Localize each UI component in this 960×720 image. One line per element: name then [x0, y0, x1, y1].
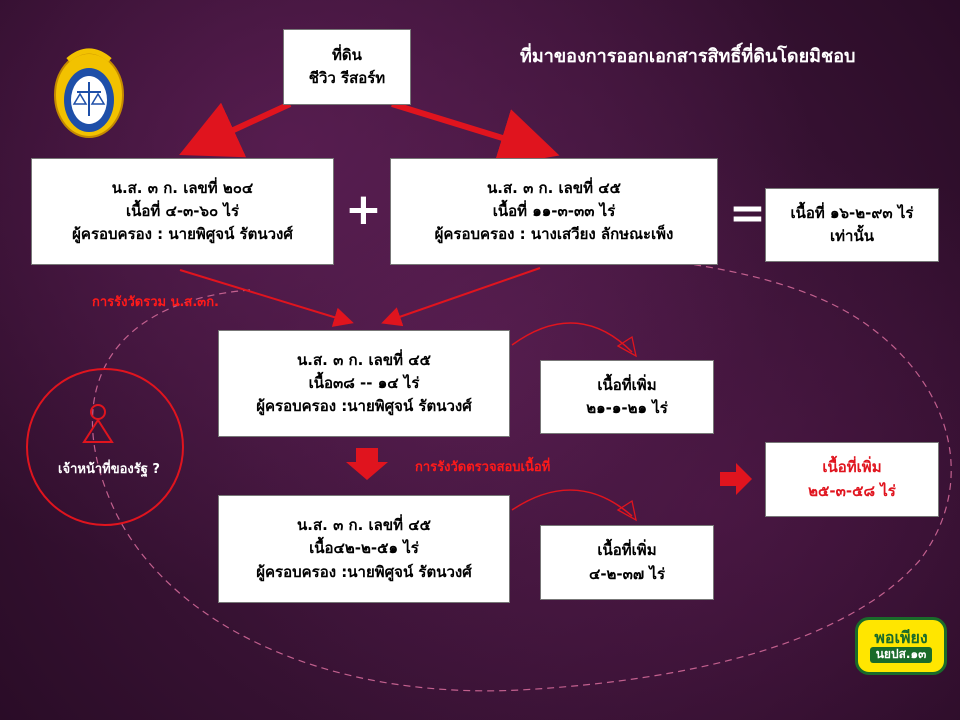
final-deed-number: น.ส. ๓ ก. เลขที่ ๔๕	[297, 516, 431, 535]
right-arrow-icon	[720, 463, 752, 495]
official-circle	[26, 368, 184, 526]
badge-line-2: นยปส.๑๓	[869, 647, 933, 663]
state-official-label: เจ้าหน้าที่ของรัฐ ?	[58, 462, 160, 477]
deed-204-area: เนื้อที่ ๔-๓-๖๐ ไร่	[125, 201, 240, 220]
source-line-1: ที่ดิน	[332, 45, 362, 64]
merged-deed-area: เนื้อ๓๘ -- ๑๔ ไร่	[308, 373, 420, 392]
deed-45-area: เนื้อที่ ๑๑-๓-๓๓ ไร่	[492, 201, 616, 220]
department-emblem-icon	[54, 48, 124, 138]
arrow-left-to-merged	[179, 269, 354, 327]
final-deed-area: เนื้อ๔๒-๒-๕๑ ไร่	[309, 539, 419, 558]
total-area-box: เนื้อที่ ๑๖-๒-๙๓ ไร่ เท่านั้น	[765, 188, 939, 262]
arrow-source-to-left	[179, 101, 292, 158]
total-increase-box: เนื้อที่เพิ่ม ๒๕-๓-๕๘ ไร่	[765, 442, 939, 517]
plus-icon: +	[345, 184, 382, 235]
deed-204-owner: ผู้ครอบครอง : นายพิศูจน์ รัตนวงศ์	[72, 225, 293, 244]
dashed-loop	[92, 249, 952, 692]
sufficiency-badge: พอเพียง นยปส.๑๓	[855, 617, 947, 675]
final-deed-owner: ผู้ครอบครอง :นายพิศูจน์ รัตนวงศ์	[256, 562, 472, 581]
increase-1-label: เนื้อที่เพิ่ม	[597, 375, 657, 394]
merge-survey-label: การรังวัดรวม น.ส.๓ก.	[92, 295, 219, 310]
increase-1-value: ๒๑-๑-๒๑ ไร่	[586, 399, 668, 417]
deed-45-owner: ผู้ครอบครอง : นางเสวียง ลักษณะเพ็ง	[434, 225, 674, 244]
equals-icon: =	[729, 188, 766, 239]
merged-deed-owner: ผู้ครอบครอง :นายพิศูจน์ รัตนวงศ์	[256, 397, 472, 416]
deed-204-number: น.ส. ๓ ก. เลขที่ ๒๐๔	[111, 178, 254, 197]
merged-deed-number: น.ส. ๓ ก. เลขที่ ๔๕	[297, 350, 431, 369]
total-increase-value: ๒๕-๓-๕๘ ไร่	[808, 481, 896, 500]
curve-arrow-1	[511, 322, 633, 353]
page-title: ที่มาของการออกเอกสารสิทธิ์ที่ดินโดยมิชอบ	[520, 46, 856, 67]
deed-45-number: น.ส. ๓ ก. เลขที่ ๔๕	[487, 178, 621, 197]
final-deed-box: น.ส. ๓ ก. เลขที่ ๔๕ เนื้อ๔๒-๒-๕๑ ไร่ ผู้…	[218, 495, 510, 603]
merged-deed-box: น.ส. ๓ ก. เลขที่ ๔๕ เนื้อ๓๘ -- ๑๔ ไร่ ผู…	[218, 330, 510, 437]
source-land-box: ที่ดิน ชีวิว รีสอร์ท	[283, 29, 411, 105]
total-area-value: เนื้อที่ ๑๖-๒-๙๓ ไร่	[790, 203, 914, 222]
total-increase-label: เนื้อที่เพิ่ม	[822, 458, 882, 477]
increase-box-1: เนื้อที่เพิ่ม ๒๑-๑-๒๑ ไร่	[540, 360, 714, 434]
increase-box-2: เนื้อที่เพิ่ม ๔-๒-๓๗ ไร่	[540, 525, 714, 600]
arrow-right-to-merged	[381, 267, 541, 327]
badge-line-1: พอเพียง	[874, 628, 928, 648]
arrow-source-to-right	[391, 101, 560, 167]
increase-2-value: ๔-๒-๓๗ ไร่	[588, 564, 666, 583]
curve-arrow-2	[511, 489, 633, 517]
person-icon	[82, 404, 114, 443]
deed-45-box: น.ส. ๓ ก. เลขที่ ๔๕ เนื้อที่ ๑๑-๓-๓๓ ไร่…	[390, 158, 718, 265]
deed-204-box: น.ส. ๓ ก. เลขที่ ๒๐๔ เนื้อที่ ๔-๓-๖๐ ไร่…	[31, 158, 334, 265]
increase-2-label: เนื้อที่เพิ่ม	[597, 541, 657, 560]
total-area-note: เท่านั้น	[830, 227, 874, 245]
source-line-2: ชีวิว รีสอร์ท	[308, 69, 386, 87]
curve-arrow-1-head	[616, 335, 637, 358]
down-arrow-icon	[346, 448, 388, 480]
area-check-survey-label: การรังวัดตรวจสอบเนื้อที่	[415, 460, 551, 475]
curve-arrow-2-head	[616, 499, 637, 522]
